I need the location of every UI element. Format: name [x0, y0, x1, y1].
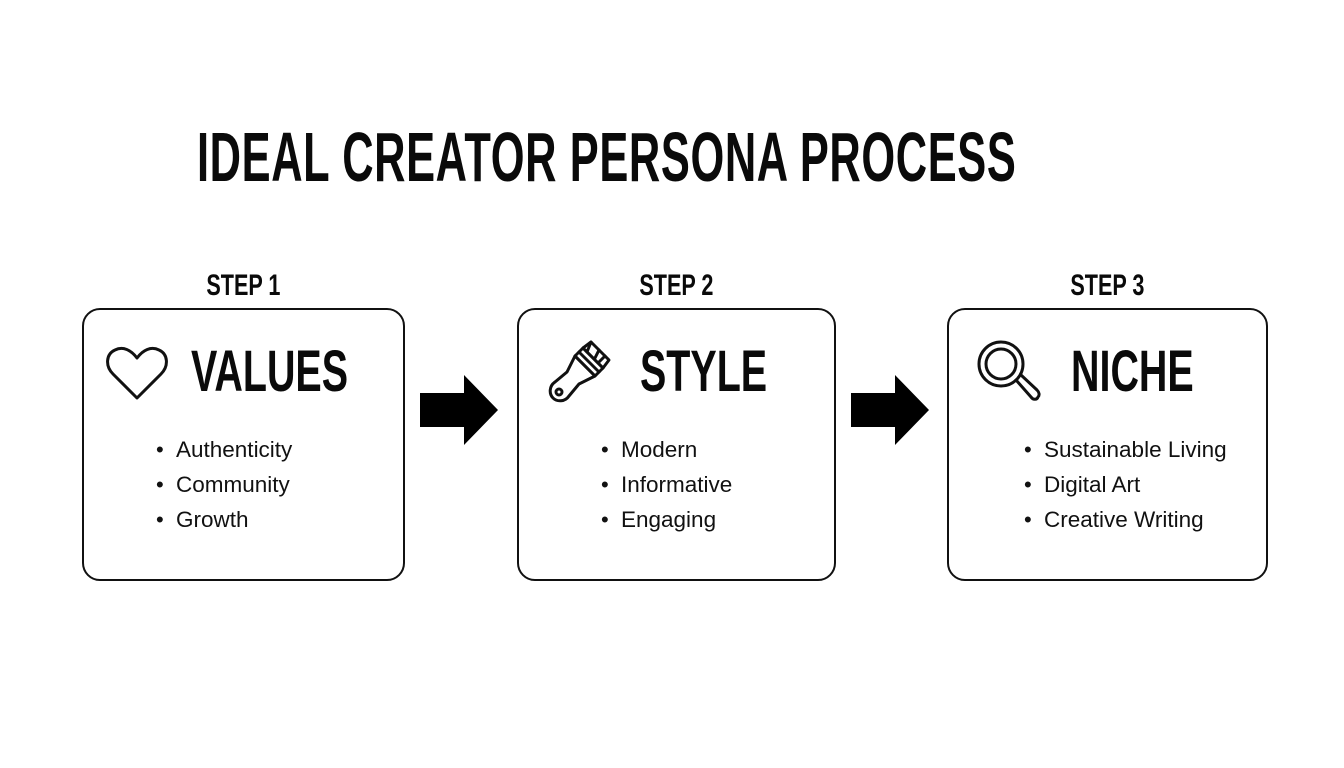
bullet: •: [156, 437, 164, 462]
bullet: •: [1024, 507, 1032, 532]
list-item: • Creative Writing: [1024, 502, 1227, 537]
arrow-right-icon: [851, 375, 931, 445]
step-2-label-text: STEP 2: [639, 269, 714, 302]
list-item-text: Authenticity: [176, 437, 293, 462]
arrow-right-icon: [420, 375, 500, 445]
step-1-heading: VALUES: [191, 339, 349, 404]
list-item: • Informative: [601, 467, 732, 502]
heart-icon: [104, 340, 170, 406]
step-2-label: STEP 2: [517, 270, 836, 302]
step-3-label-text: STEP 3: [1070, 269, 1145, 302]
list-item-text: Sustainable Living: [1044, 437, 1227, 462]
bullet: •: [1024, 437, 1032, 462]
bullet: •: [601, 437, 609, 462]
step-1-list: • Authenticity • Community • Growth: [156, 432, 292, 537]
step-1-card: VALUES • Authenticity • Community • Growth: [82, 308, 405, 581]
magnifying-glass-icon: [975, 340, 1041, 406]
list-item-text: Informative: [621, 472, 733, 497]
list-item-text: Modern: [621, 437, 698, 462]
step-3-heading: NICHE: [1071, 339, 1194, 404]
paintbrush-icon: [547, 340, 613, 406]
step-3-card: NICHE • Sustainable Living • Digital Art •…: [947, 308, 1268, 581]
list-item-text: Digital Art: [1044, 472, 1141, 497]
list-item-text: Community: [176, 472, 290, 497]
list-item: • Growth: [156, 502, 292, 537]
list-item: • Community: [156, 467, 292, 502]
list-item: • Sustainable Living: [1024, 432, 1227, 467]
step-1-label: STEP 1: [82, 270, 405, 302]
step-1-label-text: STEP 1: [206, 269, 281, 302]
list-item: • Authenticity: [156, 432, 292, 467]
bullet: •: [156, 472, 164, 497]
list-item: • Modern: [601, 432, 732, 467]
step-3-list: • Sustainable Living • Digital Art • Creati…: [1024, 432, 1227, 537]
step-2-card: STYLE • Modern • Informative • Engaging: [517, 308, 836, 581]
list-item-text: Engaging: [621, 507, 717, 532]
list-item: • Engaging: [601, 502, 732, 537]
bullet: •: [156, 507, 164, 532]
bullet: •: [1024, 472, 1032, 497]
bullet: •: [601, 472, 609, 497]
step-3-label: STEP 3: [947, 270, 1268, 302]
diagram-title: IDEAL CREATOR PERSONA PROCESS: [197, 118, 1017, 196]
list-item-text: Creative Writing: [1044, 507, 1204, 532]
step-2-heading: STYLE: [640, 339, 768, 404]
bullet: •: [601, 507, 609, 532]
step-2-list: • Modern • Informative • Engaging: [601, 432, 732, 537]
list-item: • Digital Art: [1024, 467, 1227, 502]
list-item-text: Growth: [176, 507, 249, 532]
